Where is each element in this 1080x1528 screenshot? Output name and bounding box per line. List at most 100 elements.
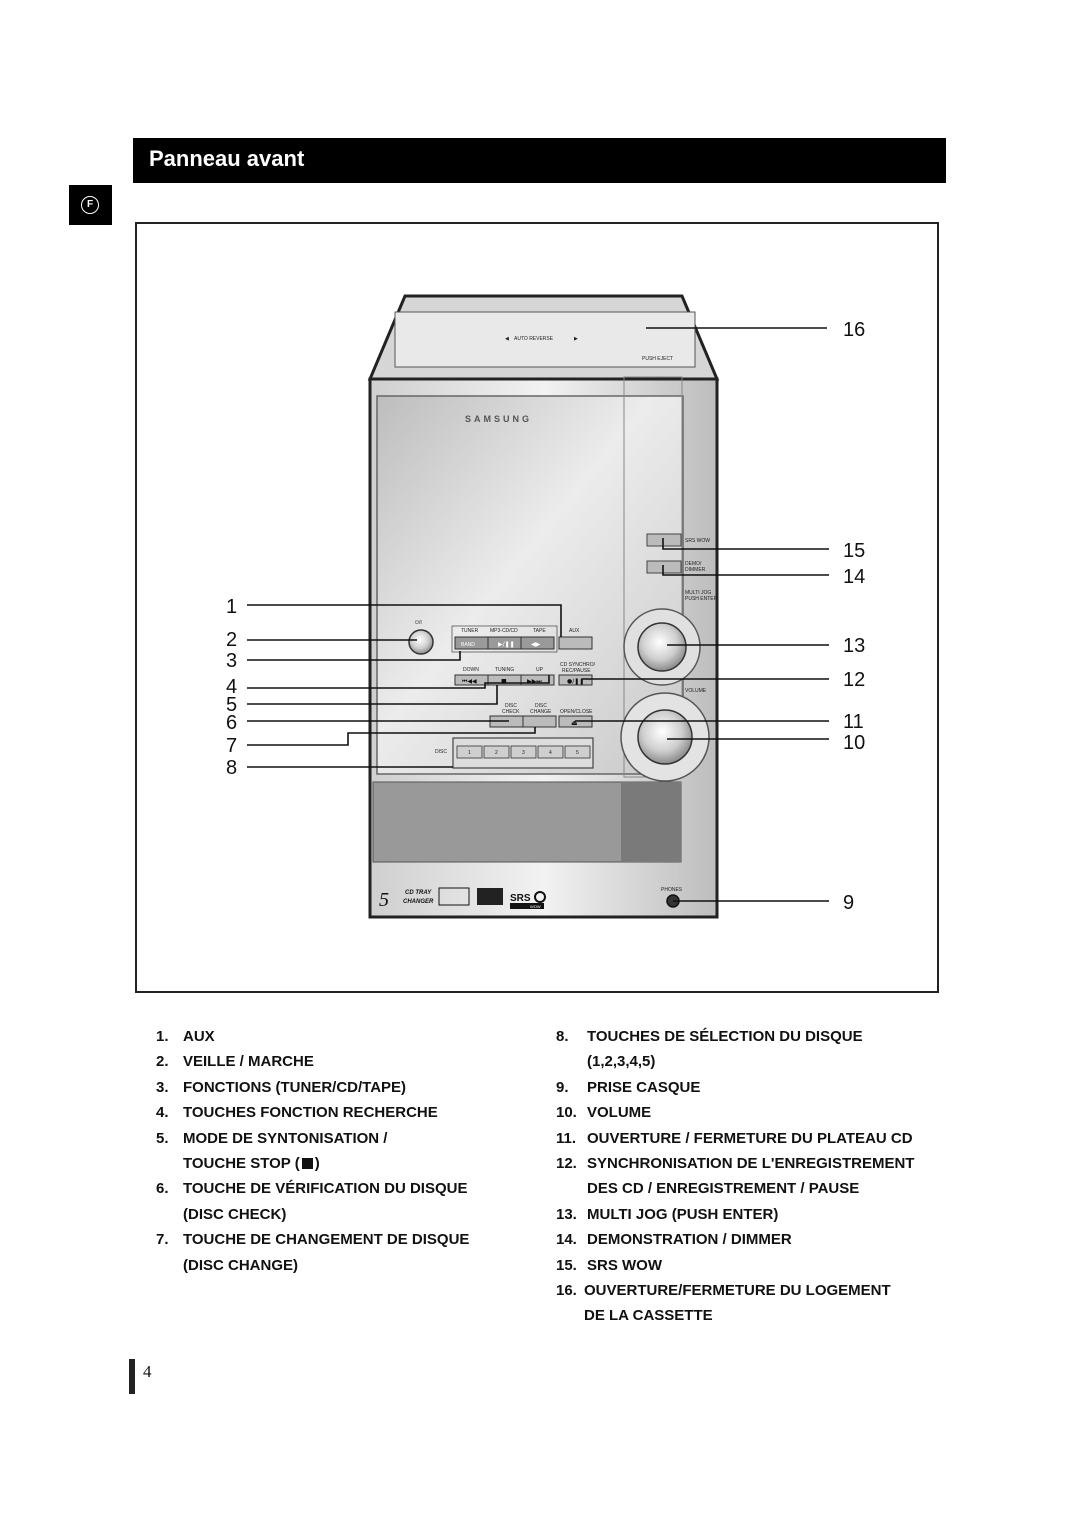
legend-item-9: 9.PRISE CASQUE xyxy=(556,1078,701,1096)
legend-item-14: 14.DEMONSTRATION / DIMMER xyxy=(556,1231,792,1249)
disc-button-3[interactable] xyxy=(510,745,537,759)
legend-item-8-cont: (1,2,3,4,5) xyxy=(587,1053,656,1071)
legend-item-7: 7.TOUCHE DE CHANGEMENT DE DISQUE xyxy=(156,1231,470,1249)
callout-15: 15 xyxy=(843,540,865,562)
legend-item-12-cont: DES CD / ENREGISTREMENT / PAUSE xyxy=(587,1180,860,1198)
volume-knob[interactable] xyxy=(637,709,693,765)
page-number-bar xyxy=(129,1359,135,1394)
reverse-right-icon: ▶ xyxy=(574,336,578,342)
push-eject-label: PUSH EJECT xyxy=(642,356,673,362)
up-label: UP xyxy=(536,667,544,673)
legend-item-13: 13.MULTI JOG (PUSH ENTER) xyxy=(556,1205,779,1223)
srs-wow-label: SRS WOW xyxy=(685,538,710,544)
disc-button-label-5: 5 xyxy=(576,750,579,756)
leader-14 xyxy=(662,565,829,576)
disc-button-label-4: 4 xyxy=(549,750,552,756)
multi-jog-knob[interactable] xyxy=(637,622,687,672)
brand-logo: SAMSUNG xyxy=(465,414,532,424)
leader-7 xyxy=(247,727,536,746)
legend-item-7-cont: (DISC CHANGE) xyxy=(183,1256,298,1274)
cassette-door[interactable] xyxy=(394,311,696,368)
cd-synchro-label: CD SYNCHRO/ xyxy=(560,662,596,668)
rec-pause-label: REC/PAUSE xyxy=(562,668,591,674)
callout-3: 3 xyxy=(226,650,237,672)
tuner-label: TUNER xyxy=(461,628,479,634)
disc-check-label-1: DISC xyxy=(505,703,517,709)
srs-logo-icon xyxy=(534,891,546,903)
wow-logo-bar xyxy=(510,903,544,909)
front-panel-figure: AUTO REVERSE ◀ ▶ PUSH EJECT SAMSUNG SRS … xyxy=(135,222,939,993)
language-tab: F xyxy=(69,185,112,225)
callout-9: 9 xyxy=(843,892,854,914)
legend-item-4: 4.TOUCHES FONCTION RECHERCHE xyxy=(156,1104,438,1122)
disc-button-5[interactable] xyxy=(564,745,591,759)
skip-forward-icon: ▶▶⏭ xyxy=(527,678,542,685)
compact-disc-logo xyxy=(438,887,470,906)
leader-3 xyxy=(247,651,461,661)
disc-button-1[interactable] xyxy=(456,745,483,759)
power-icon: ⏻/I xyxy=(415,620,422,626)
legend-item-11: 11.OUVERTURE / FERMETURE DU PLATEAU CD xyxy=(556,1129,913,1147)
reverse-left-icon: ◀ xyxy=(505,336,509,342)
srs-wow-button[interactable] xyxy=(646,533,682,547)
callout-10: 10 xyxy=(843,732,865,754)
phones-label: PHONES xyxy=(661,887,683,893)
tuning-up-button[interactable] xyxy=(520,674,555,686)
rec-pause-icon: ●/❚❚ xyxy=(567,678,584,685)
callout-7: 7 xyxy=(226,735,237,757)
disc-label: DISC xyxy=(435,749,447,755)
page-number: 4 xyxy=(143,1362,152,1381)
legend-item-12: 12.SYNCHRONISATION DE L'ENREGISTREMENT xyxy=(556,1155,915,1173)
cd-synchro-rec-button[interactable] xyxy=(558,674,593,686)
disc-select-buttons: 1 2 3 4 5 xyxy=(456,745,591,759)
section-title: Panneau avant xyxy=(149,146,305,171)
disc-change-button[interactable] xyxy=(522,715,557,728)
srs-logo-text: SRS xyxy=(510,893,531,904)
wow-logo-text: WOW xyxy=(530,904,541,909)
legend-right: 8.TOUCHES DE SÉLECTION DU DISQUE (1,2,3,… xyxy=(556,1024,914,1329)
legend-item-5: 5.MODE DE SYNTONISATION / xyxy=(156,1129,388,1147)
cd-tray-shadow xyxy=(621,782,681,862)
callout-2: 2 xyxy=(226,629,237,651)
front-panel-illustration: AUTO REVERSE ◀ ▶ PUSH EJECT SAMSUNG SRS … xyxy=(226,294,865,919)
five-cd-logo: 5 xyxy=(379,889,389,911)
down-label: DOWN xyxy=(463,667,479,673)
disc-button-2[interactable] xyxy=(483,745,510,759)
legend-item-5-cont: TOUCHE STOP () xyxy=(183,1155,320,1173)
callout-6: 6 xyxy=(226,712,237,734)
legend-item-1: 1.AUX xyxy=(156,1028,215,1045)
cd-tray-logo-text: CD TRAY xyxy=(405,890,432,896)
callout-8: 8 xyxy=(226,757,237,779)
aux-label: AUX xyxy=(569,628,580,634)
skip-back-icon: ⏮◀◀ xyxy=(462,678,477,685)
dimmer-label: DIMMER xyxy=(685,567,706,573)
power-button[interactable] xyxy=(408,629,434,655)
legend-item-15: 15.SRS WOW xyxy=(556,1256,662,1274)
legend-item-16-cont: DE LA CASSETTE xyxy=(584,1307,713,1325)
mp3-cd-label: MP3-CD/CD xyxy=(490,628,518,634)
legend-item-3: 3.FONCTIONS (TUNER/CD/TAPE) xyxy=(156,1078,407,1096)
disc-button-label-2: 2 xyxy=(495,750,498,756)
callout-lines xyxy=(247,327,829,902)
callout-14: 14 xyxy=(843,566,865,588)
disc-button-label-1: 1 xyxy=(468,750,471,756)
tuning-label: TUNING xyxy=(495,667,514,673)
callout-4: 4 xyxy=(226,676,237,698)
demo-dimmer-button[interactable] xyxy=(646,560,682,574)
aux-button[interactable] xyxy=(558,636,593,650)
callout-16: 16 xyxy=(843,319,865,341)
language-letter: F xyxy=(81,196,99,214)
volume-label: VOLUME xyxy=(685,688,707,694)
disc-change-label-1: DISC xyxy=(535,703,547,709)
multi-jog-label: MULTI JOG xyxy=(685,590,711,596)
legend-item-10: 10.VOLUME xyxy=(556,1104,652,1122)
disc-button-4[interactable] xyxy=(537,745,564,759)
tape-direction-icon: ◀▶ xyxy=(531,641,541,648)
open-close-label: OPEN/CLOSE xyxy=(560,709,593,715)
tape-label: TAPE xyxy=(533,628,546,634)
stop-icon: ■ xyxy=(501,678,507,685)
leader-1 xyxy=(247,604,562,637)
mp3-logo xyxy=(477,888,503,905)
changer-logo-text: CHANGER xyxy=(403,899,434,905)
tape-button[interactable] xyxy=(520,636,555,650)
